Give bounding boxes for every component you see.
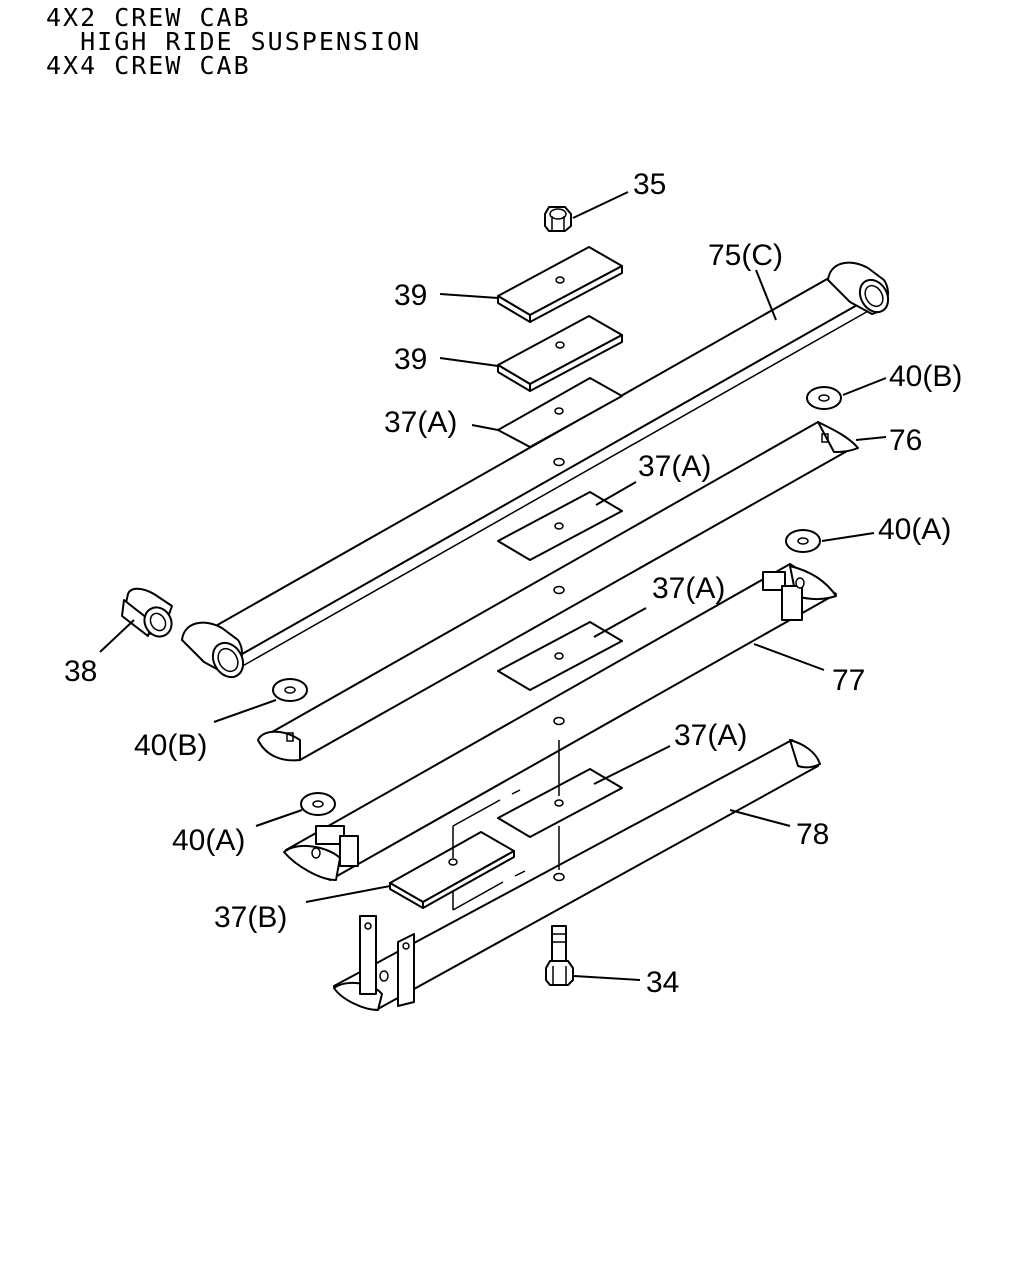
centre-lines — [452, 740, 560, 911]
label-39-lower: 39 — [394, 343, 427, 376]
pad-37a-1 — [497, 377, 623, 448]
header-line-3: 4X4 CREW CAB — [46, 51, 251, 80]
label-76: 76 — [889, 424, 922, 457]
label-38: 38 — [64, 655, 97, 688]
label-40a-top: 40(A) — [878, 513, 951, 546]
label-75c: 75(C) — [708, 239, 783, 272]
part-labels: 35 39 39 75(C) 40(B) 37(A) 76 37(A) 40(A… — [64, 168, 962, 999]
pad-37a-3 — [497, 621, 623, 691]
washer-40a-bottom — [300, 792, 336, 816]
leaf-77 — [283, 563, 837, 881]
label-37b: 37(B) — [214, 901, 287, 934]
header-line-2: HIGH RIDE SUSPENSION — [46, 27, 422, 56]
plate-39-upper — [497, 246, 623, 323]
label-37a-2: 37(A) — [638, 450, 711, 483]
pad-37a-2 — [497, 491, 623, 561]
label-40a-bottom: 40(A) — [172, 824, 245, 857]
plate-39-lower — [497, 315, 623, 392]
label-34: 34 — [646, 966, 679, 999]
washer-40b-top — [806, 386, 842, 410]
pad-37b — [389, 831, 515, 909]
bushing-38 — [121, 587, 173, 638]
label-39-upper: 39 — [394, 279, 427, 312]
label-35: 35 — [633, 168, 666, 201]
washer-40b-bottom — [272, 678, 308, 702]
leaf-75c — [181, 261, 890, 679]
bolt-34 — [545, 925, 574, 986]
label-77: 77 — [832, 664, 865, 697]
nut-35 — [544, 206, 572, 232]
leaf-78 — [333, 739, 821, 1011]
washer-40a-top — [785, 529, 821, 553]
label-37a-1: 37(A) — [384, 406, 457, 439]
diagram-header: 4X2 CREW CAB HIGH RIDE SUSPENSION 4X4 CR… — [46, 3, 422, 80]
label-37a-4: 37(A) — [674, 719, 747, 752]
header-line-1: 4X2 CREW CAB — [46, 3, 251, 32]
label-37a-3: 37(A) — [652, 572, 725, 605]
label-40b-top: 40(B) — [889, 360, 962, 393]
leaf-76 — [257, 421, 859, 762]
leader-lines — [99, 191, 887, 981]
label-40b-bottom: 40(B) — [134, 729, 207, 762]
label-78: 78 — [796, 818, 829, 851]
